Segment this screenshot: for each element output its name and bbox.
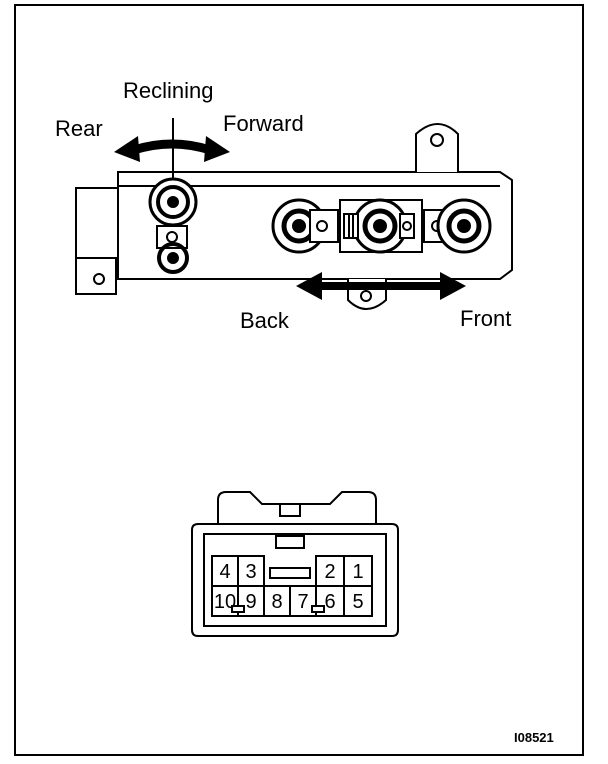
pin-label: 6 <box>324 591 335 613</box>
forward-label: Forward <box>223 111 304 136</box>
slide-arrow <box>296 272 466 300</box>
front-label: Front <box>460 306 512 331</box>
pin-label: 2 <box>324 561 335 583</box>
back-label: Back <box>240 308 289 333</box>
pin-label: 4 <box>219 561 230 583</box>
pin-label: 3 <box>245 561 256 583</box>
reclining-label: Reclining <box>123 78 214 103</box>
reclining-knob <box>148 177 198 274</box>
pin-label: 5 <box>352 591 363 613</box>
rear-label: Rear <box>55 116 103 141</box>
reclining-arrow <box>114 118 230 180</box>
pin-label: 1 <box>352 561 363 583</box>
figure-id: I08521 <box>514 730 554 745</box>
connector-pin-labels: 4 3 2 1 10 9 8 7 6 5 <box>214 561 364 613</box>
slide-knobs <box>271 198 492 254</box>
left-housing <box>75 187 119 259</box>
pin-label: 10 <box>214 591 236 613</box>
pin-label: 9 <box>245 591 256 613</box>
pin-label: 8 <box>271 591 282 613</box>
pin-label: 7 <box>297 591 308 613</box>
mount-tab <box>415 123 459 172</box>
connector-face <box>191 491 399 637</box>
